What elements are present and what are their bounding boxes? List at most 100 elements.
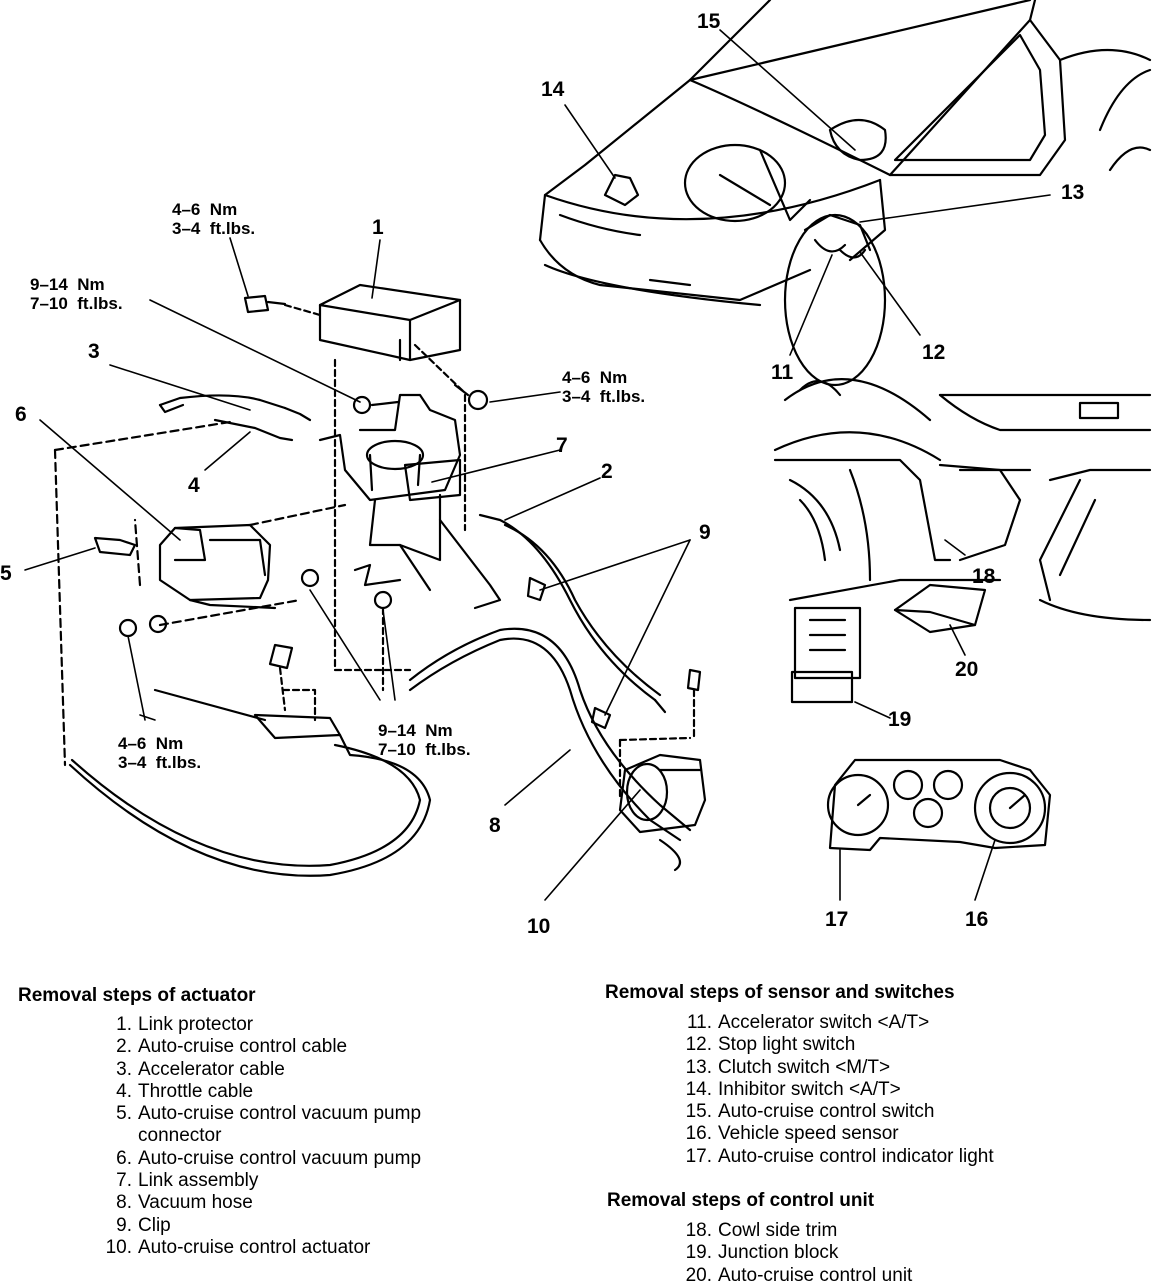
step-number: 13. (685, 1056, 712, 1078)
step-item: 20. Auto-cruise control unit (680, 1265, 1150, 1286)
auto-cruise-cable-and-vacuum-hose (408, 513, 692, 842)
step-item: 9. Clip (100, 1215, 540, 1237)
step-number: 19. (685, 1242, 712, 1264)
torque-spec-cover-bolt: 4–6 Nm 3–4 ft.lbs. (172, 200, 256, 238)
step-text: Auto-cruise control vacuum pump (138, 1147, 422, 1169)
step-item: 4. Throttle cable (100, 1081, 540, 1103)
callout-19: 19 (888, 708, 912, 731)
step-text: Clip (138, 1214, 171, 1236)
step-number: 5. (116, 1103, 132, 1125)
leader-lines (24, 29, 1051, 901)
instrument-cluster-drawing (826, 758, 1052, 852)
step-number: 12. (685, 1034, 712, 1056)
callout-9: 9 (699, 521, 711, 544)
actuator-heading: Removal steps of actuator (18, 985, 256, 1006)
callout-11: 11 (771, 361, 794, 384)
step-number: 1. (116, 1014, 132, 1035)
step-text: Junction block (718, 1242, 839, 1264)
throttle-link-rod (68, 643, 432, 877)
step-number: 2. (116, 1036, 132, 1058)
step-item: 18. Cowl side trim (680, 1220, 1150, 1242)
step-text: Clutch switch <M/T> (718, 1056, 891, 1078)
sensor-switches-step-list: 11.Accelerator switch <A/T>12. Stop light… (680, 1012, 1150, 1168)
step-item: 3. Accelerator cable (100, 1059, 540, 1081)
step-text: Stop light switch (718, 1034, 856, 1056)
step-item: 1. Link protector (100, 1014, 540, 1036)
step-item: 2. Auto-cruise control cable (100, 1036, 540, 1058)
step-item: 12. Stop light switch (680, 1034, 1150, 1056)
callout-4: 4 (188, 474, 200, 497)
callout-18: 18 (972, 565, 996, 588)
step-number: 6. (116, 1147, 132, 1169)
step-item: 5. Auto-cruise control vacuum pump connec… (100, 1103, 540, 1148)
step-text: Auto-cruise control actuator (138, 1236, 371, 1258)
step-number: 20. (685, 1264, 712, 1286)
step-number: 10. (105, 1236, 132, 1258)
callout-20: 20 (955, 658, 979, 681)
sensor-switches-heading: Removal steps of sensor and switches (605, 982, 955, 1003)
step-item: 7. Link assembly (100, 1170, 540, 1192)
step-text: Accelerator cable (138, 1058, 285, 1080)
step-number: 9. (116, 1214, 132, 1236)
step-number: 15. (685, 1101, 712, 1123)
torque-spec-bracket-bolt: 9–14 Nm 7–10 ft.lbs. (30, 275, 123, 313)
callout-15: 15 (697, 10, 721, 33)
torque-spec-link-bolts: 9–14 Nm 7–10 ft.lbs. (378, 721, 471, 759)
step-text: Throttle cable (138, 1080, 254, 1102)
step-number: 4. (116, 1080, 132, 1102)
link-assembly-drawing (300, 358, 502, 692)
callout-10: 10 (527, 915, 551, 938)
torque-spec-nut-right: 4–6 Nm 3–4 ft.lbs. (562, 368, 646, 406)
step-text: Link protector (138, 1014, 254, 1035)
callout-6: 6 (15, 403, 27, 426)
step-text: Auto-cruise control cable (138, 1036, 348, 1058)
step-text: Auto-cruise control vacuum pump connecto… (138, 1103, 422, 1147)
step-number: 14. (685, 1078, 712, 1100)
callout-7: 7 (556, 434, 568, 457)
step-number: 17. (685, 1145, 712, 1167)
step-item: 11.Accelerator switch <A/T> (680, 1012, 1150, 1034)
step-text: Auto-cruise control indicator light (718, 1145, 994, 1167)
step-text: Auto-cruise control unit (718, 1264, 913, 1286)
callout-16: 16 (965, 908, 989, 931)
torque-spec-lower-left: 4–6 Nm 3–4 ft.lbs. (118, 734, 202, 772)
link-protector-drawing (243, 283, 489, 411)
control-unit-heading: Removal steps of control unit (607, 1190, 875, 1211)
step-item: 8. Vacuum hose (100, 1192, 540, 1214)
step-text: Cowl side trim (718, 1220, 838, 1241)
callout-5: 5 (0, 562, 12, 585)
callout-12: 12 (922, 341, 946, 364)
step-text: Link assembly (138, 1170, 259, 1192)
step-text: Vacuum hose (138, 1192, 253, 1214)
exploded-view-illustration (24, 0, 1152, 901)
step-item: 13. Clutch switch <M/T> (680, 1057, 1150, 1079)
callout-3: 3 (88, 340, 100, 363)
step-number: 11. (686, 1012, 712, 1033)
callout-14: 14 (541, 78, 565, 101)
step-item: 14. Inhibitor switch <A/T> (680, 1079, 1150, 1101)
step-text: Inhibitor switch <A/T> (718, 1078, 901, 1100)
control-unit-step-list: 18. Cowl side trim 19. Junction block 20. Aut… (680, 1220, 1150, 1286)
step-number: 16. (685, 1123, 712, 1145)
callout-13: 13 (1061, 181, 1085, 204)
step-number: 3. (116, 1058, 132, 1080)
callout-2: 2 (601, 460, 613, 483)
auto-cruise-control-actuator-drawing (618, 668, 707, 872)
callout-8: 8 (489, 814, 501, 837)
step-item: 6. Auto-cruise control vacuum pump (100, 1148, 540, 1170)
step-number: 8. (116, 1192, 132, 1214)
step-text: Auto-cruise control switch (718, 1101, 935, 1123)
step-item: 19. Junction block (680, 1242, 1150, 1264)
callout-17: 17 (825, 908, 849, 931)
actuator-step-list: 1. Link protector 2. Auto-cruise control ca… (100, 1014, 540, 1259)
step-item: 15. Auto-cruise control switch (680, 1101, 1150, 1123)
step-number: 7. (116, 1170, 132, 1192)
accelerator-and-throttle-cables (53, 394, 312, 767)
car-front-drawing (538, 0, 1152, 387)
callout-1: 1 (372, 216, 384, 239)
vacuum-pump-drawing (93, 503, 347, 638)
step-item: 17. Auto-cruise control indicator light (680, 1146, 1150, 1168)
step-number: 18. (685, 1220, 712, 1241)
step-item: 10. Auto-cruise control actuator (100, 1237, 540, 1259)
interior-cowl-drawing (773, 378, 1152, 704)
